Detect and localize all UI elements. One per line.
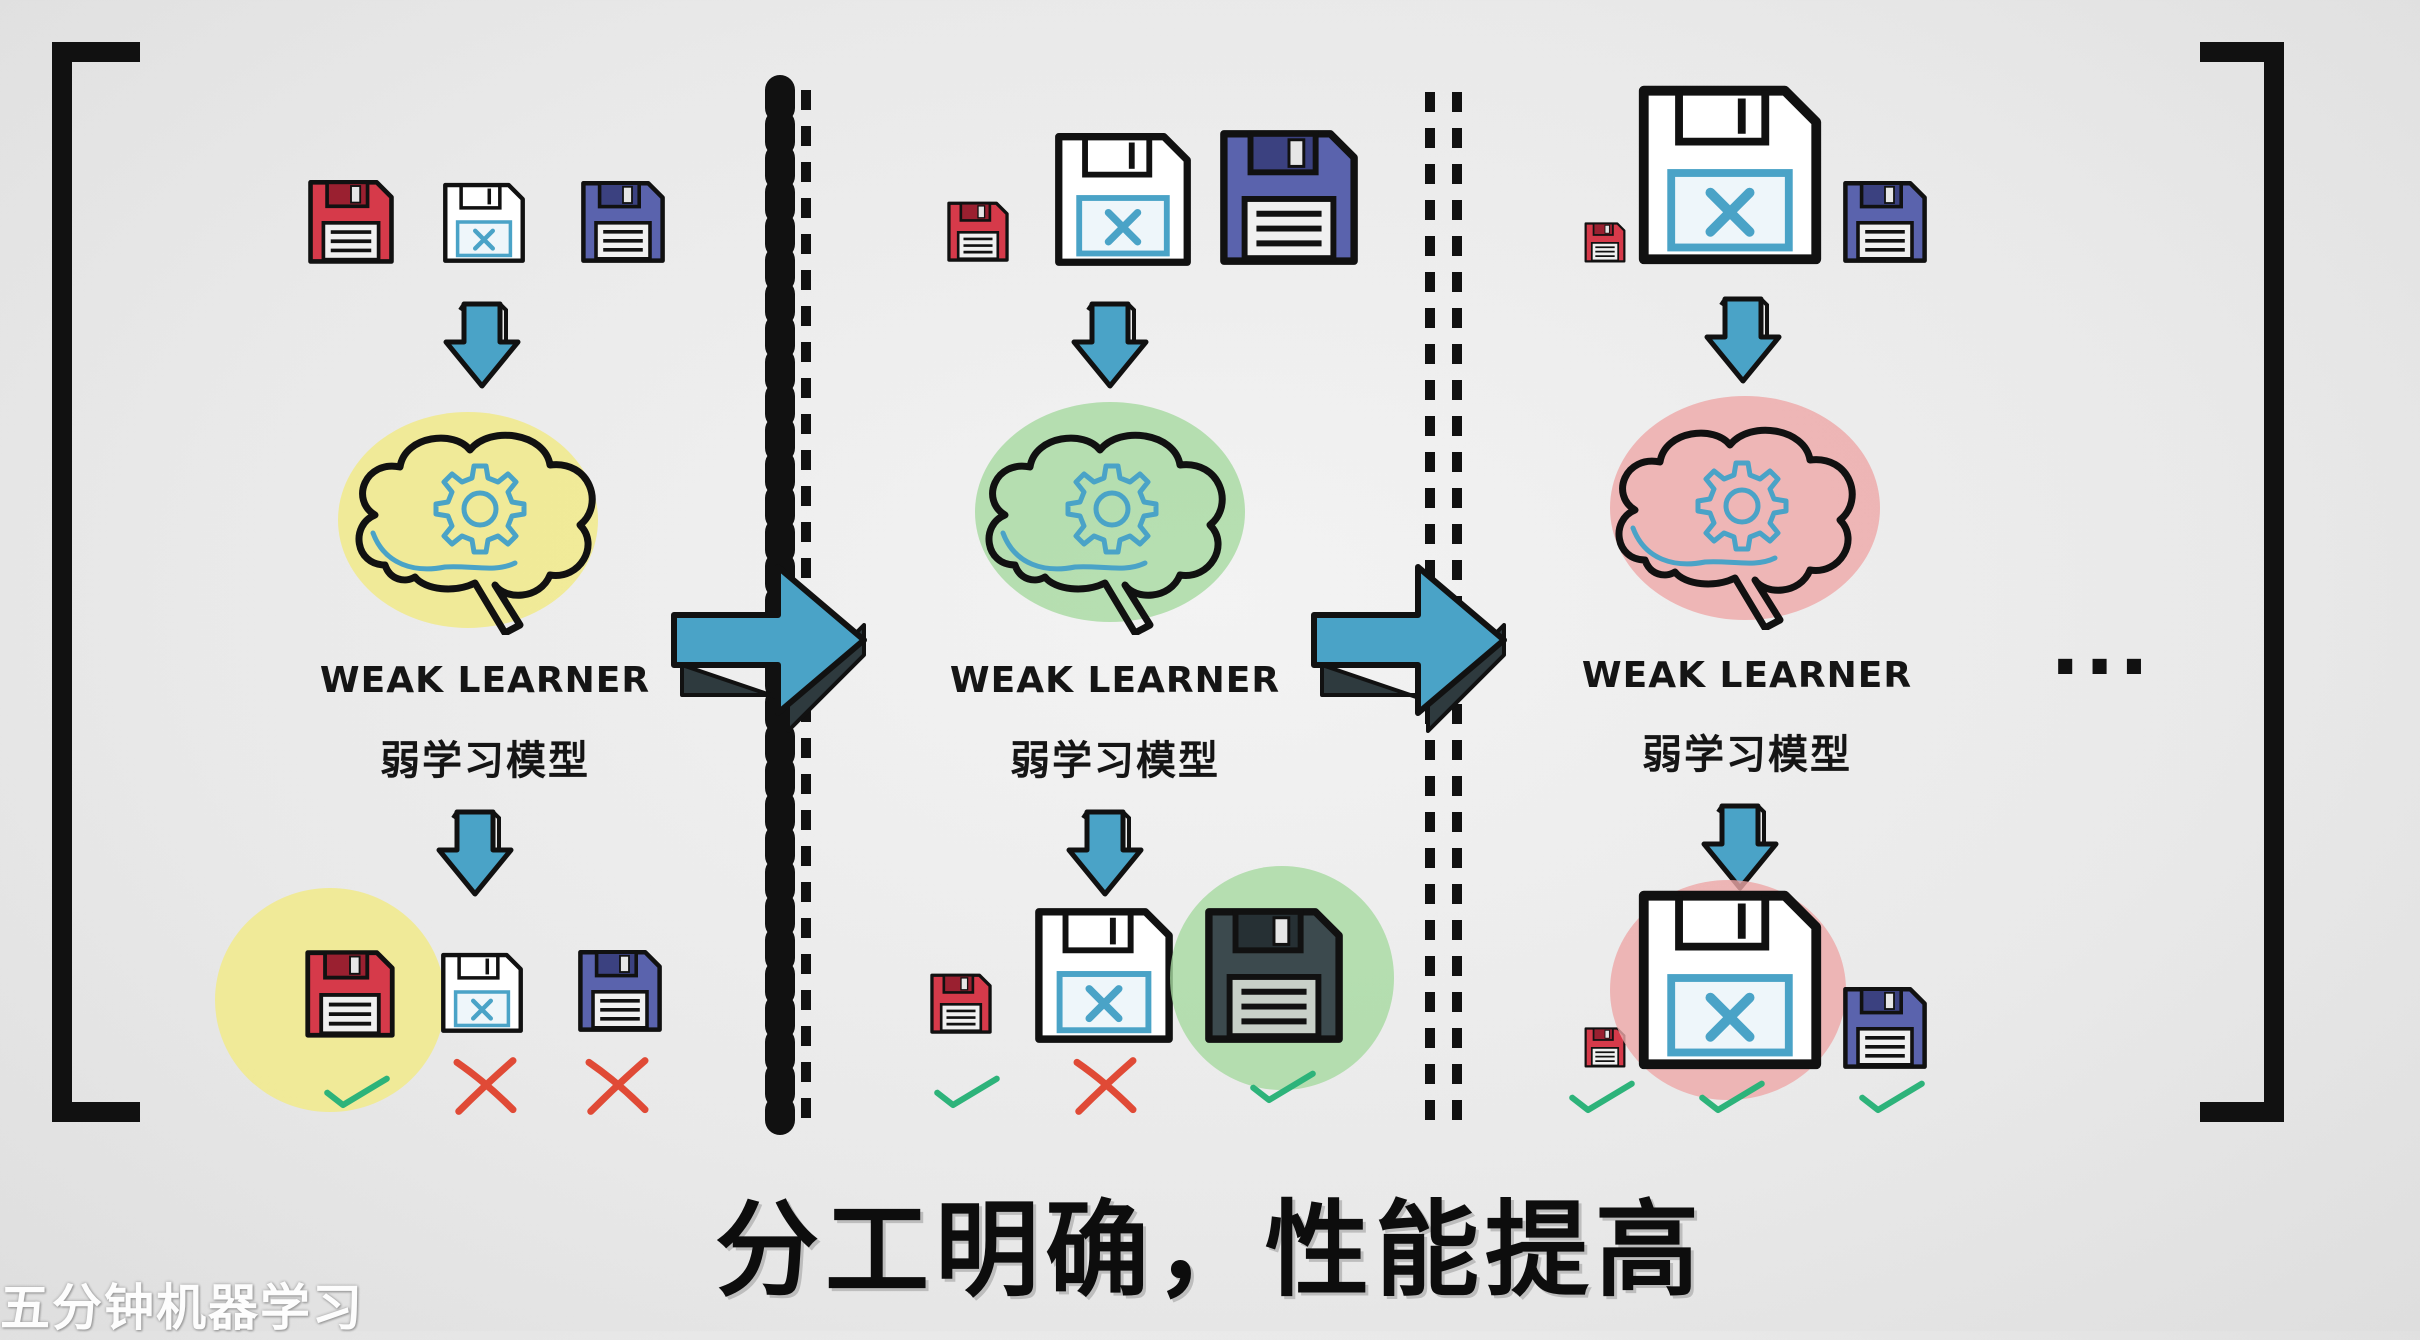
down-arrow-icon	[1074, 304, 1146, 386]
white-disk-icon	[1644, 896, 1816, 1065]
down-arrow-icon	[1069, 812, 1141, 894]
white-disk-icon	[1039, 912, 1169, 1039]
cross-icon	[1077, 1061, 1133, 1112]
right-arrow-icon	[1314, 567, 1504, 731]
blue-disk-icon	[583, 183, 662, 260]
pink-highlight	[1610, 396, 1880, 620]
blue-disk-icon	[580, 952, 659, 1029]
panel-1	[215, 182, 663, 1112]
down-arrow-icon	[1707, 299, 1779, 381]
weak-learner-label-3: WEAK LEARNER	[1581, 655, 1913, 696]
right-bracket	[2200, 42, 2284, 1122]
watermark: 五分钟机器学习	[0, 1279, 364, 1337]
red-disk-icon	[308, 953, 392, 1036]
ellipsis: ...	[2050, 600, 2154, 693]
down-arrow-icon	[446, 304, 518, 386]
red-disk-icon	[930, 973, 992, 1034]
red-disk-icon	[947, 201, 1009, 262]
dark-disk-icon	[1209, 912, 1339, 1039]
down-arrow-icon	[1704, 806, 1776, 888]
down-arrow-icon	[439, 812, 511, 894]
check-icon	[1572, 1084, 1632, 1110]
red-disk-icon	[311, 182, 392, 261]
weak-learner-zh-label-1: 弱学习模型	[380, 738, 590, 784]
red-disk-icon	[1584, 222, 1626, 263]
red-disk-icon	[1584, 1027, 1626, 1068]
white-disk-icon	[443, 955, 520, 1031]
weak-learner-zh-label-2: 弱学习模型	[1010, 738, 1220, 784]
blue-disk-icon	[1224, 134, 1354, 261]
blue-disk-icon	[1845, 989, 1924, 1066]
cross-icon	[589, 1061, 645, 1112]
weak-learner-zh-label-3: 弱学习模型	[1642, 732, 1852, 778]
caption: 分工明确，性能提高	[714, 1189, 1705, 1311]
weak-learner-label-1: WEAK LEARNER	[319, 660, 651, 701]
blue-disk-icon	[1845, 183, 1924, 260]
white-disk-icon	[1644, 91, 1816, 260]
left-bracket	[52, 42, 140, 1122]
white-disk-icon	[445, 185, 522, 261]
white-disk-icon	[1059, 137, 1187, 263]
panel-3	[1572, 91, 1924, 1110]
check-icon	[1862, 1084, 1922, 1110]
panel-2	[930, 134, 1394, 1112]
weak-learner-label-2: WEAK LEARNER	[949, 660, 1281, 701]
cross-icon	[457, 1061, 513, 1112]
check-icon	[937, 1079, 997, 1105]
